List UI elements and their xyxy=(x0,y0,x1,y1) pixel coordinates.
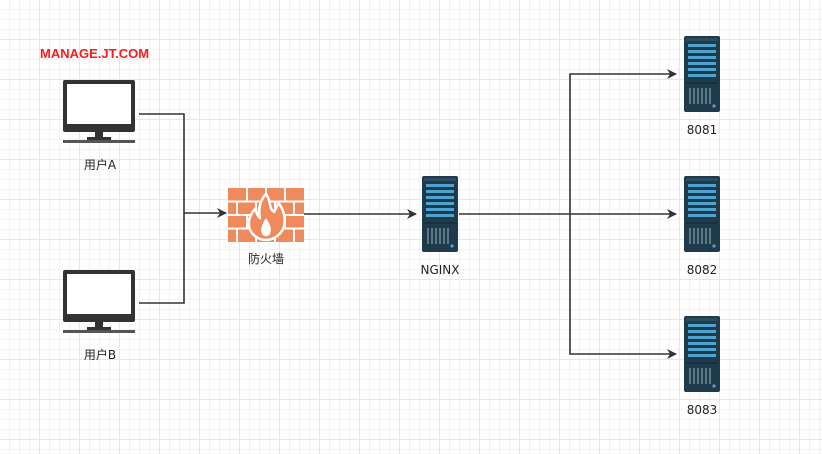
server-8082-label: 8082 xyxy=(686,263,718,277)
nginx-server-icon xyxy=(422,176,458,252)
firewall-icon xyxy=(228,188,304,242)
connectors xyxy=(139,69,677,359)
edge-usera-to-firewall xyxy=(139,113,185,213)
domain-title: MANAGE.JT.COM xyxy=(40,46,150,61)
user-b-monitor-icon xyxy=(63,270,135,333)
edge-branch-to-8083 xyxy=(569,214,677,359)
server-8081-label: 8081 xyxy=(686,123,718,137)
server-8081-icon xyxy=(684,36,720,112)
flame-icon xyxy=(247,192,286,242)
server-8083-icon xyxy=(684,316,720,392)
server-8082-icon xyxy=(684,176,720,252)
server-8083-label: 8083 xyxy=(686,403,718,417)
nginx-label: NGINX xyxy=(420,263,460,277)
edge-branch-to-8081 xyxy=(569,69,677,214)
firewall-label: 防火墙 xyxy=(247,252,285,266)
user-b-label: 用户B xyxy=(83,348,117,362)
edge-userb-to-firewall xyxy=(139,213,185,304)
user-a-label: 用户A xyxy=(83,158,117,172)
user-a-monitor-icon xyxy=(63,80,135,143)
